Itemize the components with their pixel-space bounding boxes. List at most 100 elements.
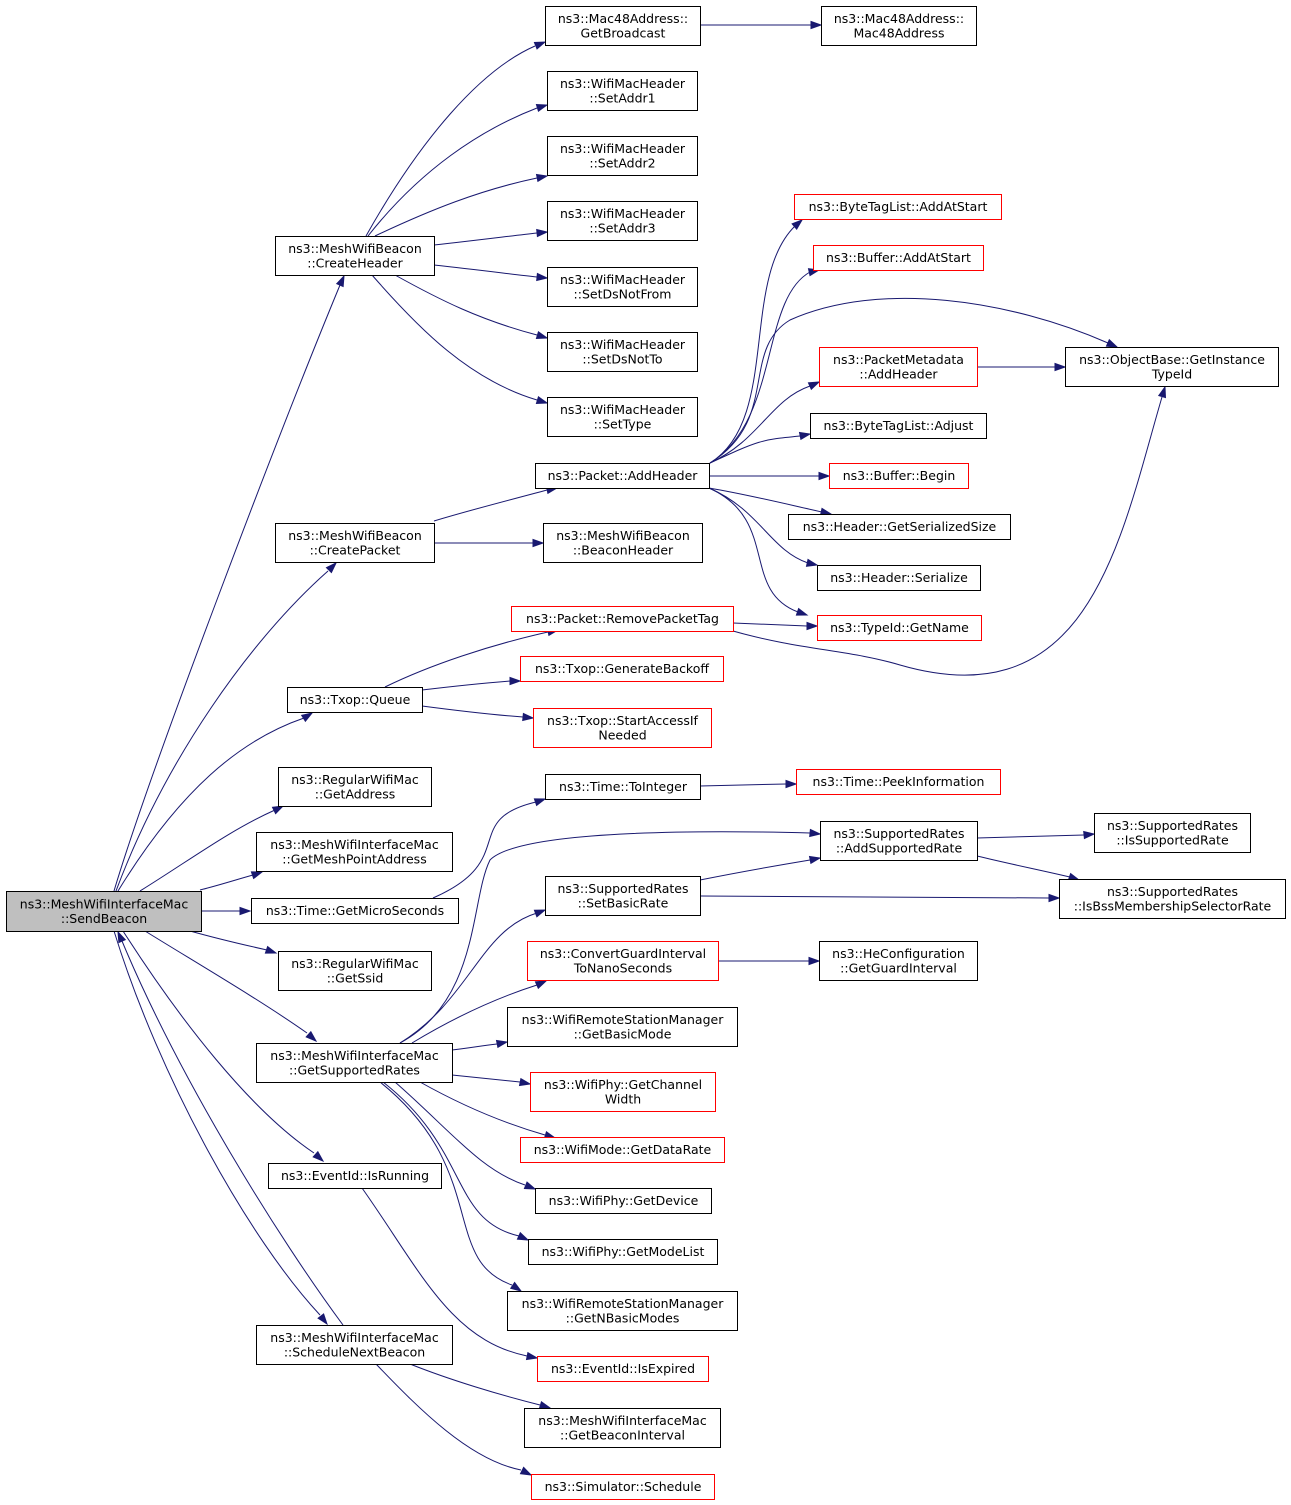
node-set-ds-not-to[interactable]: ns3::WifiMacHeader::SetDsNotTo (547, 332, 698, 372)
node-packet-add-header[interactable]: ns3::Packet::AddHeader (535, 463, 710, 489)
edge-packet_add_header-to-typeid_get_name (708, 487, 809, 616)
node-he-get-guard-interval[interactable]: ns3::HeConfiguration::GetGuardInterval (819, 941, 978, 981)
edge-convert_guard_interval-to-he_get_guard_interval (718, 956, 821, 966)
node-buffer-begin[interactable]: ns3::Buffer::Begin (829, 463, 969, 489)
node-typeid-get-name[interactable]: ns3::TypeId::GetName (817, 615, 982, 641)
node-get-beacon-interval[interactable]: ns3::MeshWifiInterfaceMac::GetBeaconInte… (524, 1408, 721, 1448)
node-get-supported-rates[interactable]: ns3::MeshWifiInterfaceMac::GetSupportedR… (256, 1043, 453, 1083)
edge-get_supported_rates-to-rsm_get_n_basic_modes (379, 1081, 523, 1292)
node-time-to-integer[interactable]: ns3::Time::ToInteger (545, 774, 701, 800)
node-time-peek-information[interactable]: ns3::Time::PeekInformation (796, 769, 1001, 795)
call-nodes: ns3::MeshWifiInterfaceMac::SendBeaconns3… (6, 6, 1286, 1500)
node-regular-get-ssid[interactable]: ns3::RegularWifiMac::GetSsid (278, 951, 432, 991)
node-add-supported-rate[interactable]: ns3::SupportedRates::AddSupportedRate (820, 821, 978, 861)
arrowhead-icon (536, 228, 549, 238)
node-packet-metadata-add-header[interactable]: ns3::PacketMetadata::AddHeader (819, 347, 978, 387)
node-label: ns3::Buffer::AddAtStart (826, 250, 971, 265)
node-mac48-get-broadcast[interactable]: ns3::Mac48Address::GetBroadcast (545, 6, 701, 46)
node-eventid-is-expired[interactable]: ns3::EventId::IsExpired (537, 1356, 709, 1382)
node-label: ns3::Header::Serialize (830, 570, 968, 585)
arrowhead-icon (519, 1466, 533, 1476)
node-label: ::SendBeacon (61, 911, 147, 926)
node-generate-backoff[interactable]: ns3::Txop::GenerateBackoff (520, 656, 724, 682)
node-label: ns3::MeshWifiInterfaceMac (270, 1048, 439, 1063)
node-label: ::GetAddress (315, 786, 395, 801)
node-set-addr3[interactable]: ns3::WifiMacHeader::SetAddr3 (547, 201, 698, 241)
node-txop-queue[interactable]: ns3::Txop::Queue (287, 687, 423, 713)
node-set-addr1[interactable]: ns3::WifiMacHeader::SetAddr1 (547, 71, 698, 111)
node-label: ns3::EventId::IsExpired (551, 1361, 695, 1376)
edge-packet_add_header-to-bytetaglist_adjust (709, 431, 812, 464)
arrowhead-icon (818, 471, 831, 481)
edge-send_beacon-to-regular_get_ssid (189, 930, 278, 954)
node-create-packet[interactable]: ns3::MeshWifiBeacon::CreatePacket (275, 523, 435, 563)
node-label: ns3::ByteTagList::AddAtStart (809, 199, 988, 214)
node-send-beacon[interactable]: ns3::MeshWifiInterfaceMac::SendBeacon (6, 891, 202, 932)
node-label: ns3::SupportedRates (1107, 884, 1238, 899)
node-label: ::SetDsNotTo (582, 351, 662, 366)
node-label: ns3::PacketMetadata (833, 352, 964, 367)
edge-add_supported_rate-to-is_supported_rate (976, 830, 1096, 840)
node-header-serialize[interactable]: ns3::Header::Serialize (817, 565, 981, 591)
node-bytetaglist-adjust[interactable]: ns3::ByteTagList::Adjust (810, 413, 987, 439)
node-rsm-get-n-basic-modes[interactable]: ns3::WifiRemoteStationManager::GetNBasic… (507, 1291, 738, 1331)
node-simulator-schedule[interactable]: ns3::Simulator::Schedule (531, 1474, 715, 1500)
node-schedule-next-beacon[interactable]: ns3::MeshWifiInterfaceMac::ScheduleNextB… (256, 1325, 453, 1365)
node-create-header[interactable]: ns3::MeshWifiBeacon::CreateHeader (275, 236, 435, 276)
node-is-supported-rate[interactable]: ns3::SupportedRates::IsSupportedRate (1094, 813, 1251, 853)
node-phy-get-device[interactable]: ns3::WifiPhy::GetDevice (535, 1188, 712, 1214)
node-remove-packet-tag[interactable]: ns3::Packet::RemovePacketTag (511, 606, 734, 632)
node-eventid-is-running[interactable]: ns3::EventId::IsRunning (268, 1163, 442, 1189)
node-time-get-microseconds[interactable]: ns3::Time::GetMicroSeconds (251, 898, 459, 924)
edge-set_basic_rate-to-is_bss_membership_selector_rate (699, 893, 1061, 903)
node-get-mesh-point-address[interactable]: ns3::MeshWifiInterfaceMac::GetMeshPointA… (256, 832, 453, 872)
node-set-basic-rate[interactable]: ns3::SupportedRates::SetBasicRate (545, 876, 701, 916)
edge-packet_add_header-to-header_serialize (708, 487, 819, 567)
arrowhead-icon (810, 20, 823, 30)
node-label: ns3::MeshWifiInterfaceMac (20, 896, 189, 911)
edge-create_header-to-set_addr1 (367, 103, 549, 237)
edge-get_supported_rates-to-convert_guard_interval (411, 980, 548, 1044)
node-mac48-ctor[interactable]: ns3::Mac48Address::Mac48Address (821, 6, 977, 46)
node-label: ns3::WifiMacHeader (560, 337, 686, 352)
node-set-type[interactable]: ns3::WifiMacHeader::SetType (547, 397, 698, 437)
node-label: ::ScheduleNextBeacon (284, 1344, 425, 1359)
call-edges (113, 20, 1167, 1476)
arrowhead-icon (1105, 338, 1119, 348)
node-label: ::SetType (594, 416, 652, 431)
node-regular-get-address[interactable]: ns3::RegularWifiMac::GetAddress (278, 767, 432, 807)
edge-send_beacon-to-create_packet (115, 561, 338, 892)
node-buffer-add-at-start[interactable]: ns3::Buffer::AddAtStart (813, 245, 984, 271)
node-set-ds-not-from[interactable]: ns3::WifiMacHeader::SetDsNotFrom (547, 267, 698, 307)
arrowhead-icon (495, 1039, 509, 1049)
node-label: ns3::MeshWifiInterfaceMac (538, 1413, 707, 1428)
node-rsm-get-basic-mode[interactable]: ns3::WifiRemoteStationManager::GetBasicM… (507, 1007, 738, 1047)
edge-set_basic_rate-to-add_supported_rate (699, 855, 822, 881)
edge-remove_packet_tag-to-typeid_get_name (732, 621, 819, 631)
edge-send_beacon-to-regular_get_address (139, 805, 285, 892)
node-bytetaglist-add-at-start[interactable]: ns3::ByteTagList::AddAtStart (794, 194, 1002, 220)
node-mode-get-data-rate[interactable]: ns3::WifiMode::GetDataRate (520, 1137, 725, 1163)
node-label: ::SetAddr2 (589, 155, 655, 170)
node-is-bss-membership-selector-rate[interactable]: ns3::SupportedRates::IsBssMembershipSele… (1059, 879, 1286, 919)
edge-txop_queue-to-start_access_if_needed (421, 705, 535, 722)
node-phy-get-mode-list[interactable]: ns3::WifiPhy::GetModeList (528, 1239, 718, 1265)
edge-send_beacon-to-eventid_is_running (122, 930, 325, 1163)
arrowhead-icon (239, 906, 252, 916)
node-label: ::GetSsid (327, 970, 384, 985)
node-set-addr2[interactable]: ns3::WifiMacHeader::SetAddr2 (547, 136, 698, 176)
node-label: ns3::WifiPhy::GetChannel (544, 1077, 702, 1092)
edge-create_header-to-set_ds_not_to (394, 274, 549, 340)
arrowhead-icon (798, 431, 812, 441)
arrowhead-icon (525, 1351, 539, 1361)
node-label: ns3::ConvertGuardInterval (540, 946, 706, 961)
node-beacon-header[interactable]: ns3::MeshWifiBeacon::BeaconHeader (543, 523, 703, 563)
node-label: ns3::HeConfiguration (832, 946, 965, 961)
node-header-get-serialized-size[interactable]: ns3::Header::GetSerializedSize (788, 514, 1011, 540)
node-label: ::SetAddr3 (589, 220, 655, 235)
arrowhead-icon (523, 1181, 537, 1190)
